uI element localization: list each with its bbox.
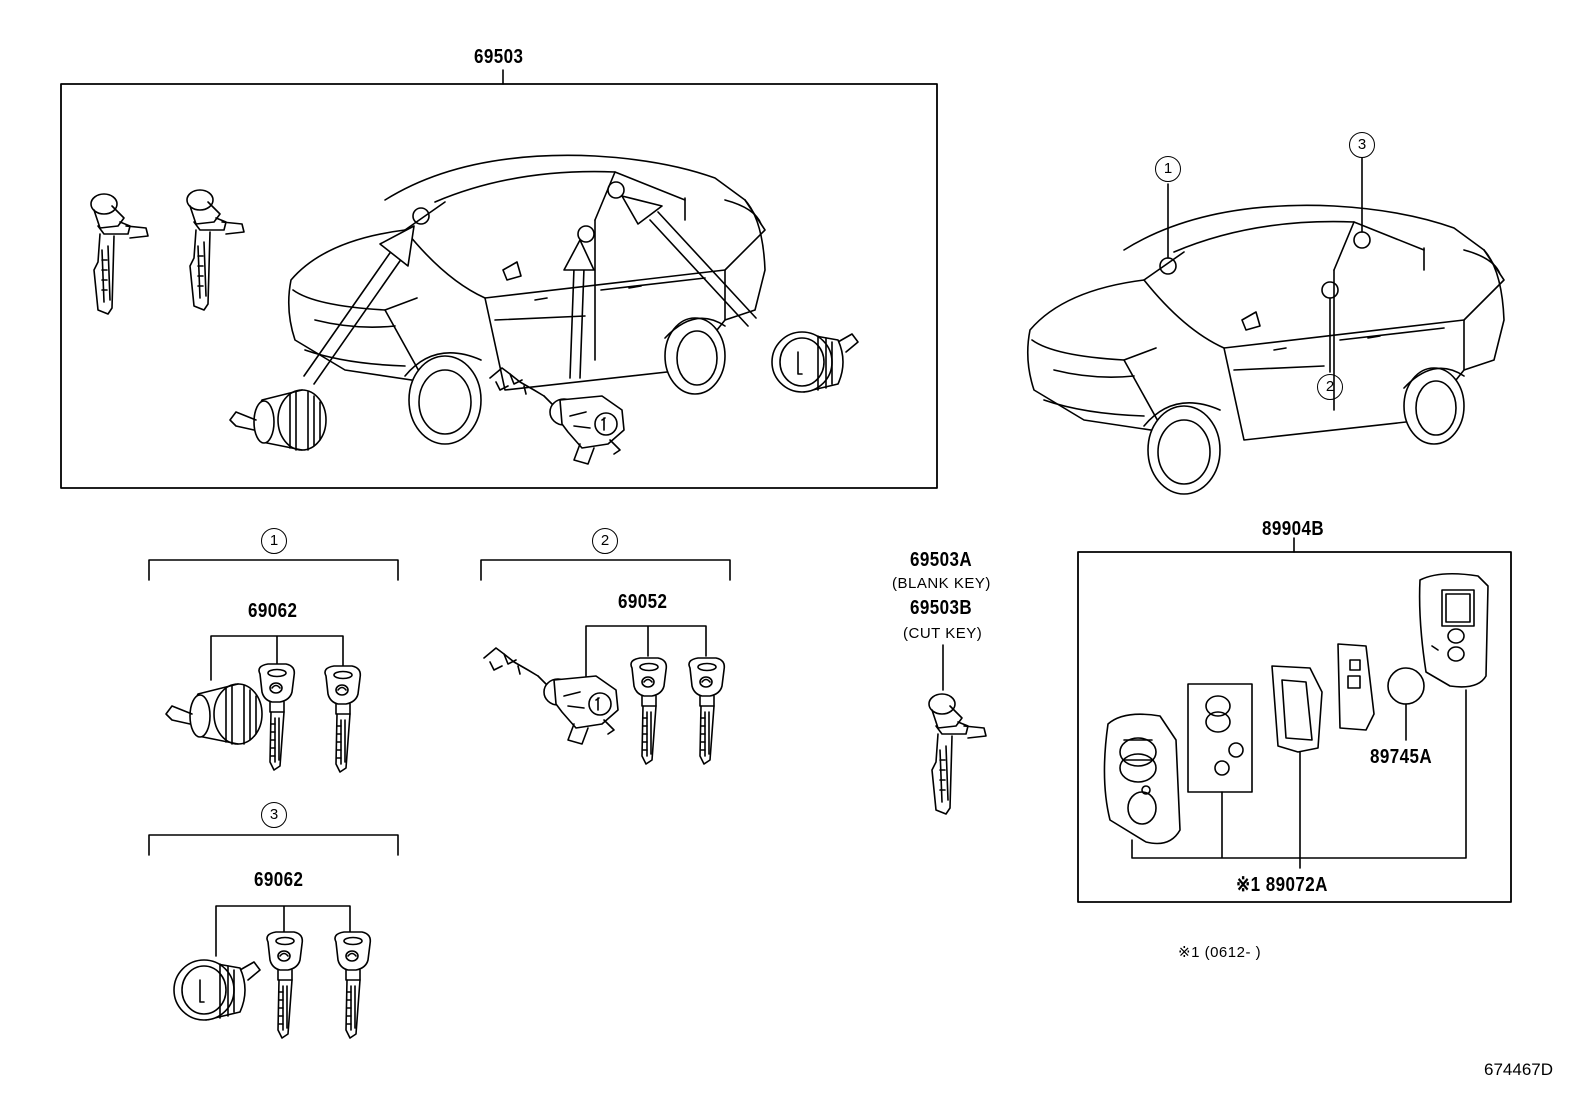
location-3-dot — [1353, 231, 1371, 249]
location-1-callout: 1 — [1155, 156, 1181, 182]
arrow-to-trunk — [621, 195, 757, 327]
part-number-69052: 69052 — [618, 591, 668, 613]
leader-69062-b — [215, 905, 351, 957]
key-3a — [266, 931, 304, 1039]
location-3-callout: 3 — [1349, 132, 1375, 158]
group-2-callout: 2 — [592, 528, 618, 554]
trunk-lock-cylinder — [771, 331, 859, 393]
bracket-group-1 — [148, 559, 399, 581]
vehicle-drawing-right — [1026, 204, 1505, 495]
part-number-69503a: 69503A — [910, 549, 973, 571]
part-number-69062-group-3: 69062 — [254, 869, 304, 891]
remote-case-front — [1103, 713, 1181, 845]
blank-key-note: (BLANK KEY) — [892, 575, 991, 592]
emergency-key-insert — [1337, 643, 1375, 731]
trunk-lock-set-3 — [173, 959, 261, 1021]
leader-69052 — [585, 625, 707, 685]
part-number-89745a: 89745A — [1370, 746, 1433, 768]
remote-case-back — [1418, 572, 1489, 688]
arrow-to-ignition — [303, 225, 415, 385]
key-3b — [334, 931, 372, 1039]
assembly-box-69503 — [60, 83, 938, 489]
ignition-cylinder-set-1 — [165, 683, 263, 745]
door-lock-cylinder — [489, 367, 625, 465]
part-number-89072a: ※1 89072A — [1236, 874, 1328, 896]
group-3-callout: 3 — [261, 802, 287, 828]
part-number-69503: 69503 — [474, 46, 524, 68]
trunk-lock-location-dot — [607, 181, 625, 199]
key-1b — [324, 665, 362, 773]
bracket-group-3 — [148, 834, 399, 856]
mechanical-key — [928, 693, 987, 815]
location-2-callout: 2 — [1317, 374, 1343, 400]
leader-69062-a — [210, 635, 344, 681]
key-1a — [258, 663, 296, 771]
part-number-69503b: 69503B — [910, 597, 973, 619]
battery — [1387, 667, 1425, 705]
footnote: ※1 (0612- ) — [1178, 944, 1262, 961]
bracket-group-2 — [480, 559, 731, 581]
door-lock-location-dot — [577, 225, 595, 243]
cut-key-note: (CUT KEY) — [903, 625, 983, 642]
key-2a — [630, 657, 668, 765]
ignition-location-dot — [412, 207, 430, 225]
group-1-callout: 1 — [261, 528, 287, 554]
arrow-to-door — [563, 239, 595, 379]
figure-id: 674467D — [1484, 1060, 1554, 1079]
smart-key-blade-2 — [186, 189, 245, 311]
circuit-board — [1271, 665, 1323, 753]
part-number-69062-group-1: 69062 — [248, 600, 298, 622]
assembly-box-89904b — [1077, 551, 1512, 903]
smart-key-blade-1 — [90, 193, 149, 315]
location-1-dot — [1159, 257, 1177, 275]
button-pad — [1187, 683, 1253, 793]
vehicle-drawing-left — [287, 154, 766, 445]
key-2b — [688, 657, 726, 765]
ignition-cylinder — [229, 389, 327, 451]
location-2-dot — [1321, 281, 1339, 299]
part-number-89904b: 89904B — [1262, 518, 1325, 540]
door-lock-set-2 — [483, 647, 619, 745]
leader-89072a — [1131, 689, 1467, 869]
